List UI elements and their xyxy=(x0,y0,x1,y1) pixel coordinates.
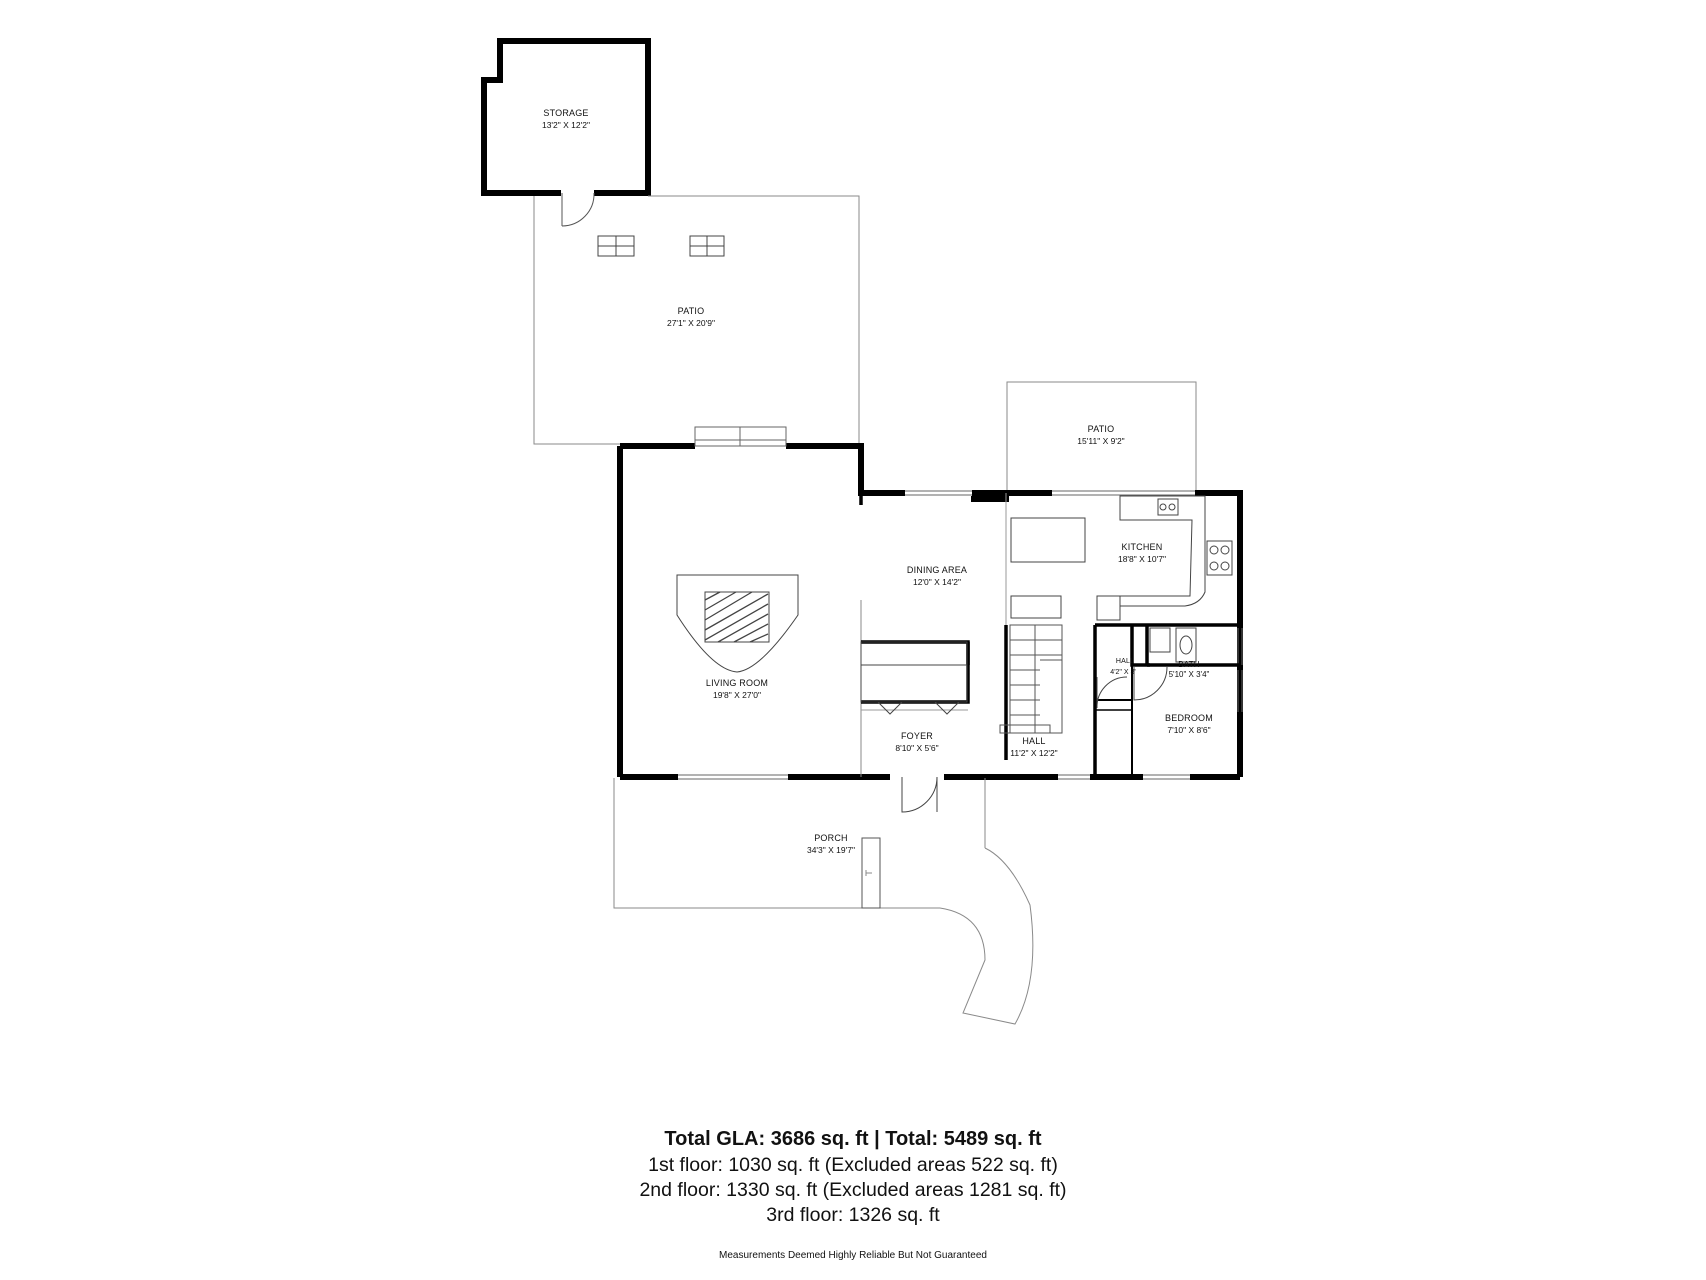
hall-small-dims: 4'2" X 3' xyxy=(1110,669,1135,676)
house-walls xyxy=(617,443,1243,780)
bath-name: BATH xyxy=(1178,660,1200,669)
foyer-dims: 8'10" X 5'6" xyxy=(895,743,938,753)
wall-openings xyxy=(678,426,1243,780)
dining-name: DINING AREA xyxy=(907,565,967,575)
patio-right-name: PATIO xyxy=(1088,424,1115,434)
hall-small-name: HALL xyxy=(1116,658,1134,665)
dining-builtin xyxy=(860,641,968,715)
total-area-heading: Total GLA: 3686 sq. ft | Total: 5489 sq.… xyxy=(664,1128,1042,1150)
dining-dims: 12'0" X 14'2" xyxy=(913,577,961,587)
patio-right xyxy=(1006,381,1197,492)
fireplace xyxy=(676,574,799,673)
porch-dims: 34'3" X 19'7" xyxy=(807,845,855,855)
room-labels: STORAGE 13'2" X 12'2" PATIO 27'1" X 20'9… xyxy=(542,108,1213,855)
storage-room xyxy=(481,38,651,227)
bath-dims: 5'10" X 3'4" xyxy=(1169,670,1210,679)
kitchen-fixtures xyxy=(1010,495,1233,621)
patio-right-dims: 15'11" X 9'2" xyxy=(1077,436,1124,446)
patio-upper-name: PATIO xyxy=(678,306,705,316)
disclaimer: Measurements Deemed Highly Reliable But … xyxy=(719,1250,987,1261)
front-door xyxy=(901,776,938,813)
bedroom-dims: 7'10" X 8'6" xyxy=(1167,725,1210,735)
storage-dims: 13'2" X 12'2" xyxy=(542,120,590,130)
bath-fixtures xyxy=(1096,627,1197,709)
storage-name: STORAGE xyxy=(543,108,588,118)
kitchen-dims: 18'8" X 10'7" xyxy=(1118,554,1166,564)
floor1-area: 1st floor: 1030 sq. ft (Excluded areas 5… xyxy=(648,1154,1058,1176)
hall-main-name: HALL xyxy=(1022,736,1045,746)
living-name: LIVING ROOM xyxy=(706,678,768,688)
patio-upper-dims: 27'1" X 20'9" xyxy=(667,318,715,328)
hall-main-dims: 11'2" X 12'2" xyxy=(1010,748,1057,758)
living-dims: 19'8" X 27'0" xyxy=(713,690,761,700)
floor2-area: 2nd floor: 1330 sq. ft (Excluded areas 1… xyxy=(639,1179,1067,1201)
stairs xyxy=(999,624,1063,734)
floor3-area: 3rd floor: 1326 sq. ft xyxy=(766,1204,940,1226)
foyer-name: FOYER xyxy=(901,731,933,741)
bedroom-name: BEDROOM xyxy=(1165,713,1213,723)
porch xyxy=(613,778,1034,1025)
open-boundaries xyxy=(861,493,1007,711)
porch-name: PORCH xyxy=(814,833,848,843)
kitchen-name: KITCHEN xyxy=(1122,542,1163,552)
